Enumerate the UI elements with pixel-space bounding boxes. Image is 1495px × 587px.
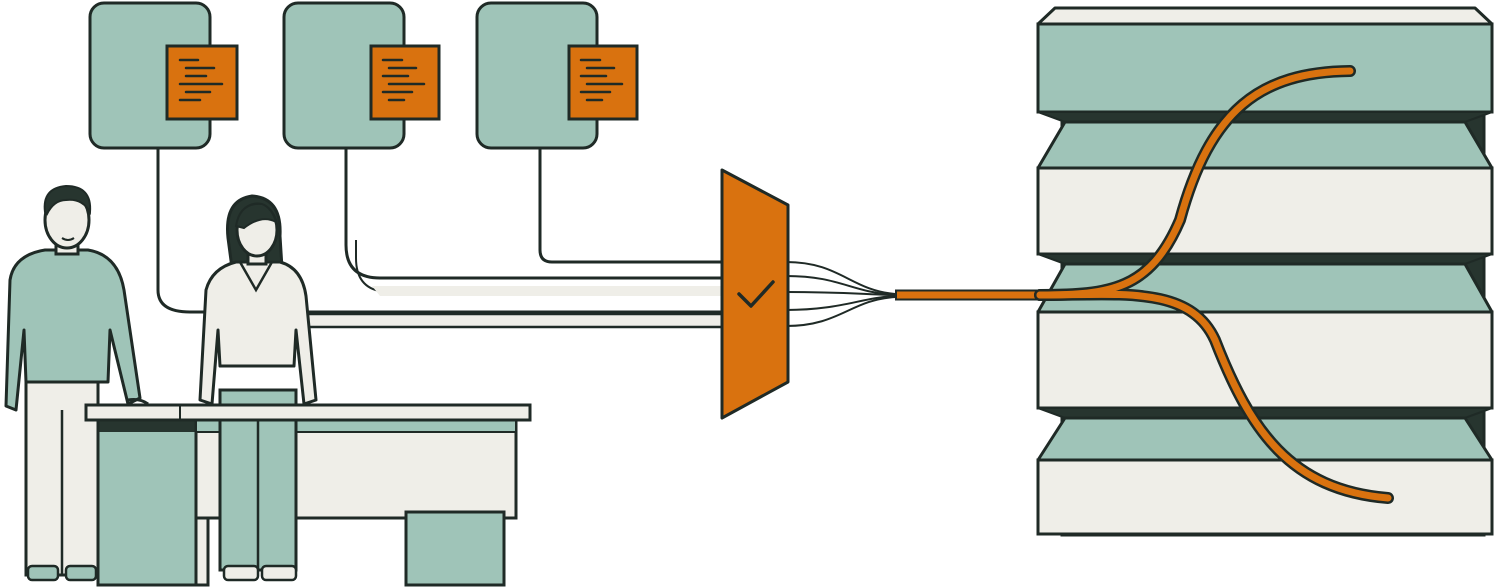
person-man — [4, 184, 149, 582]
merge-strands — [785, 261, 896, 327]
code-document-icon — [165, 44, 239, 121]
server-tier-4 — [1036, 458, 1494, 536]
pipe-source-1 — [156, 148, 722, 314]
desk — [96, 416, 518, 587]
server-tier-3 — [1036, 310, 1494, 419]
pipe-source-3 — [538, 148, 722, 264]
source-card-1 — [88, 1, 239, 150]
code-document-icon — [567, 44, 639, 121]
server-tier-1 — [1036, 6, 1494, 123]
checkmark-icon — [737, 280, 775, 308]
server-tier-2 — [1036, 166, 1494, 265]
pipe-source-2 — [344, 148, 722, 280]
source-card-2 — [282, 1, 441, 150]
branching-cable — [1034, 65, 1394, 504]
person-woman — [198, 194, 318, 582]
server-stack — [1034, 6, 1494, 537]
desk-top — [84, 403, 532, 422]
source-card-3 — [475, 1, 639, 150]
code-document-icon — [369, 44, 441, 121]
validation-gate — [720, 168, 790, 420]
data-pipes — [156, 148, 896, 329]
